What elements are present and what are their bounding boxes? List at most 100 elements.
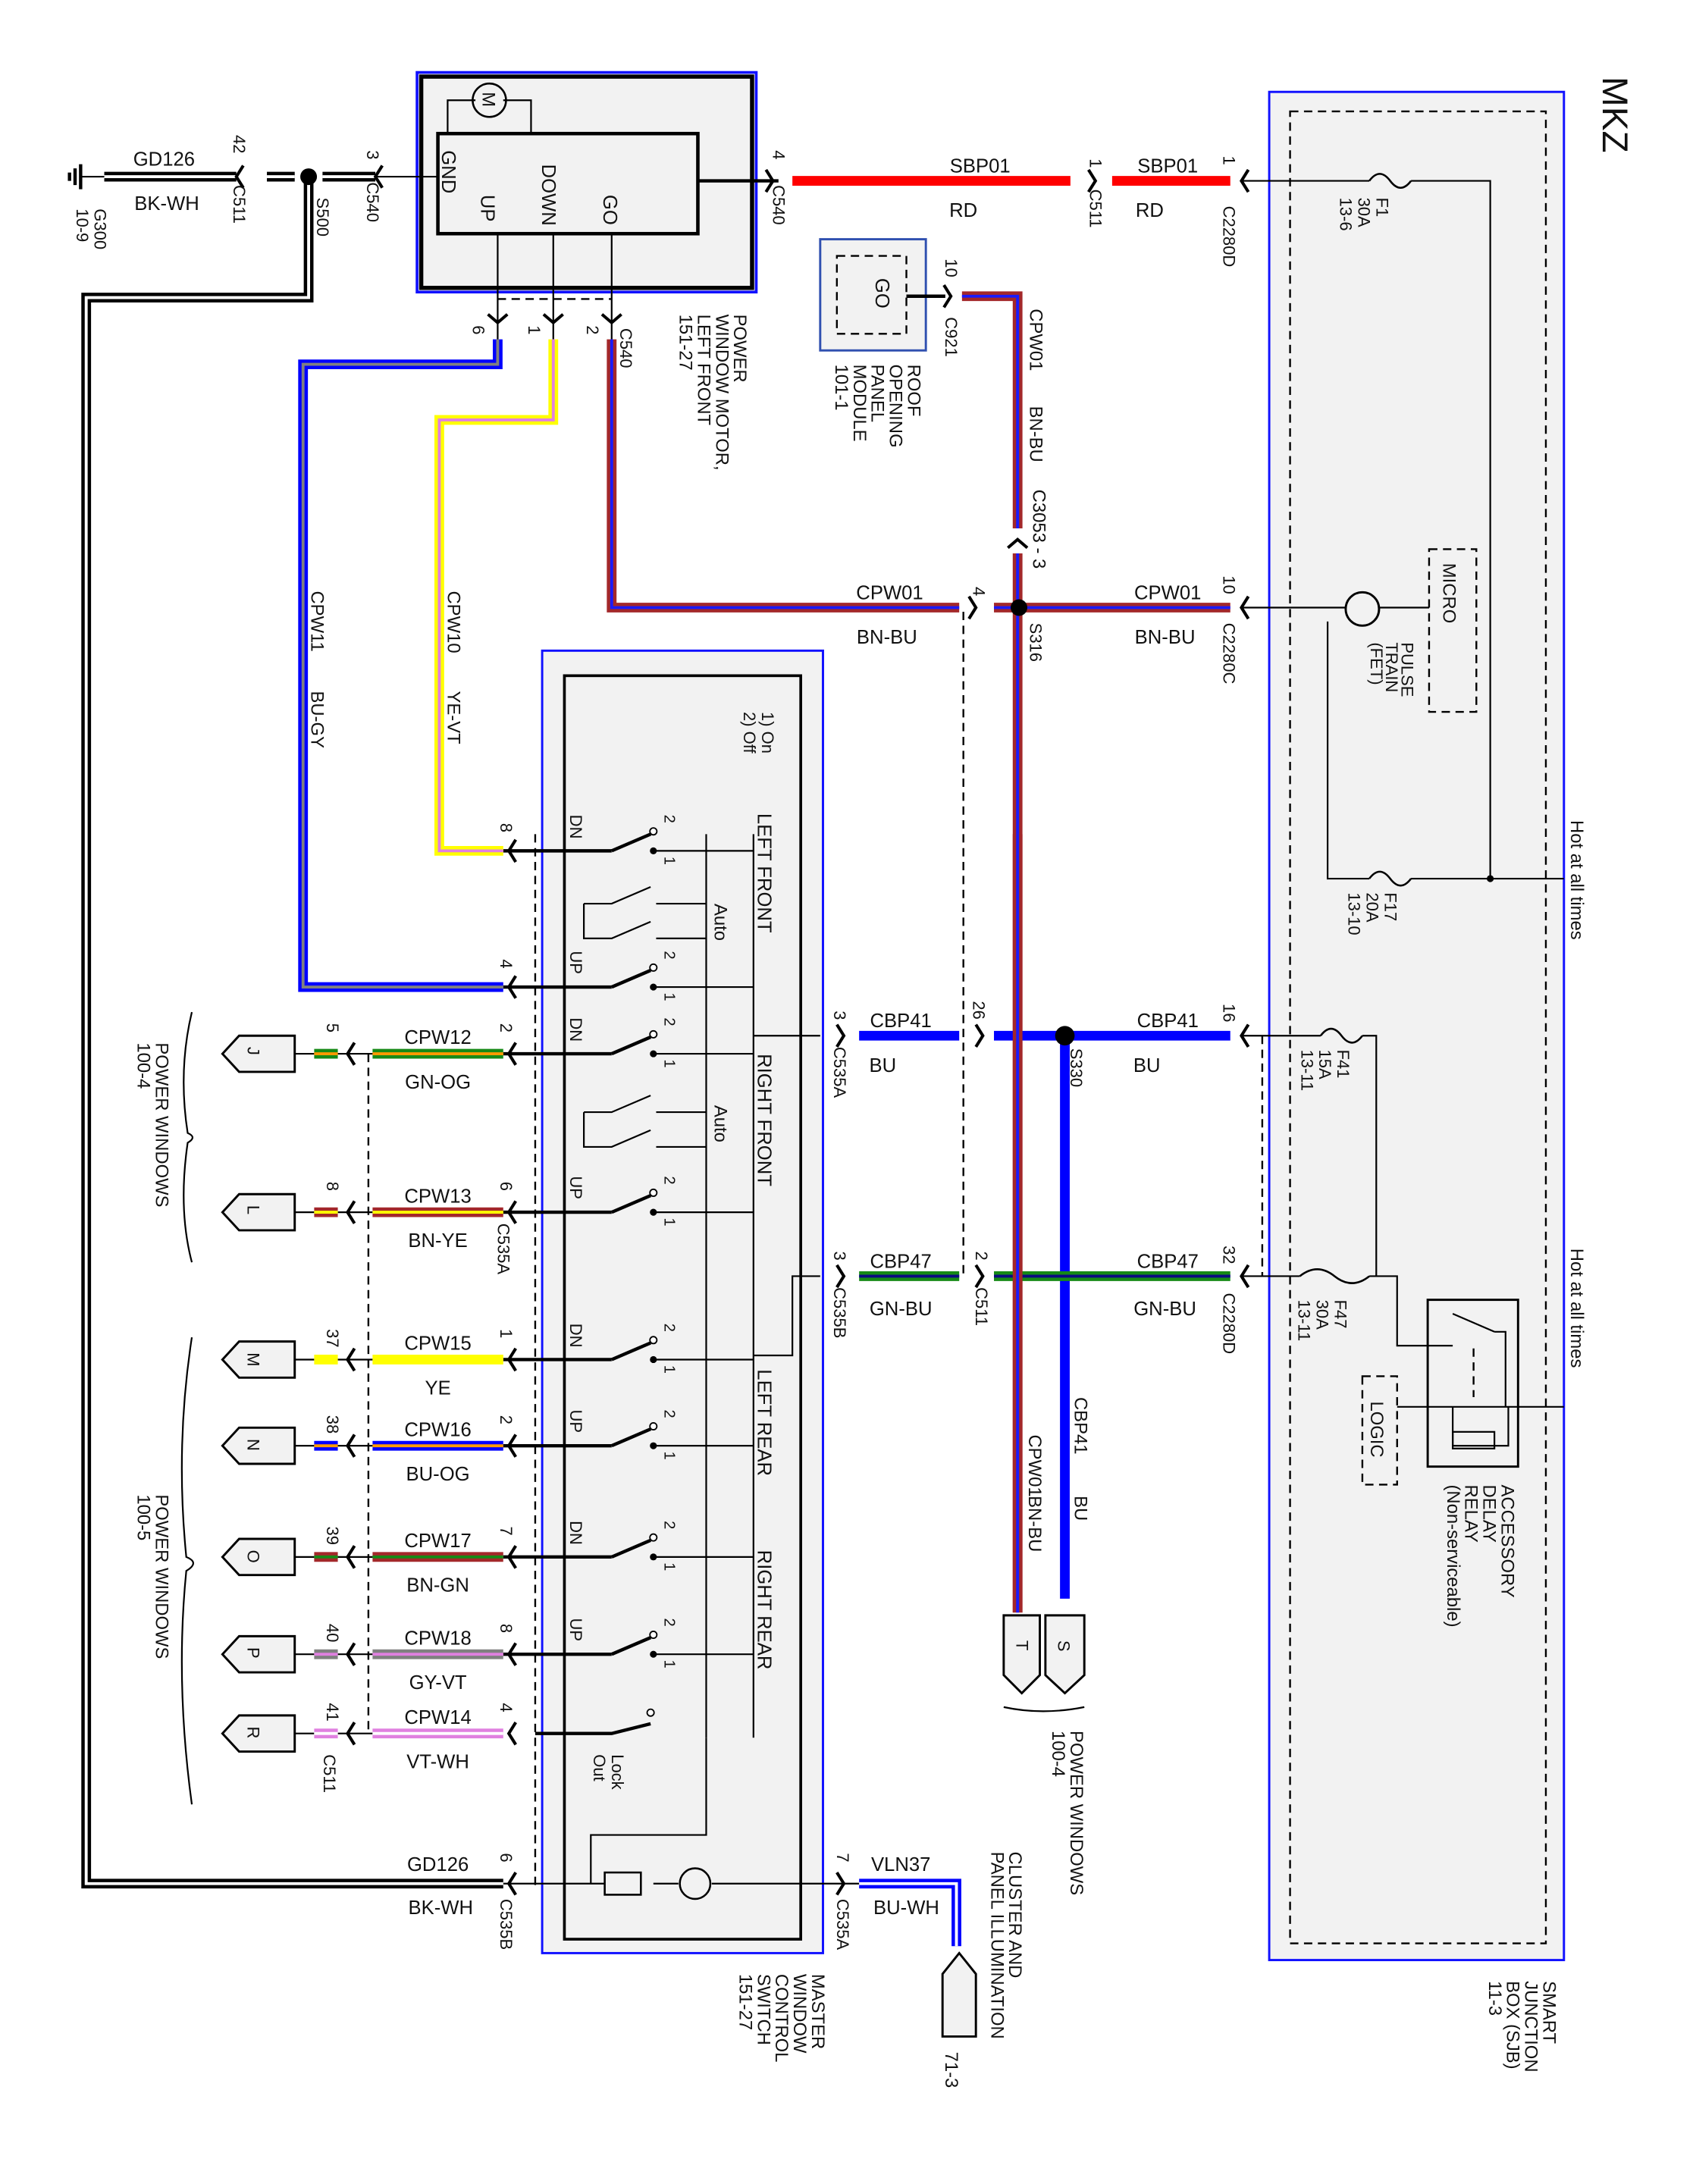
pin-number: 8: [497, 1624, 516, 1633]
label: CPW01: [1024, 1434, 1045, 1496]
lockout-label: Out: [590, 1754, 609, 1781]
component-boxes: [415, 71, 1566, 1962]
master-switch-name: CONTROL: [771, 1974, 792, 2063]
fuse-f47-label: 30A: [1312, 1300, 1331, 1330]
destination-label: R: [243, 1727, 262, 1739]
switch-feed-lines: [753, 1035, 820, 1357]
connector-pin-icon: [506, 1434, 517, 1458]
roof-module-internal: [835, 255, 908, 335]
auto-switch-icon: [583, 886, 707, 939]
splice-s330: [1055, 1026, 1075, 1046]
switch-contact-1: [650, 1650, 657, 1658]
connector-pin-icon: [506, 975, 517, 999]
switch-position-2: 2: [660, 1176, 677, 1184]
connector-pin-icon: [346, 1642, 356, 1666]
connector-pin-icon: [506, 838, 517, 863]
switch-contact-2: [649, 1336, 658, 1345]
switch-contact-1: [650, 1208, 657, 1216]
relay-label: RELAY: [1461, 1484, 1481, 1542]
sjb-name: SMART: [1538, 1981, 1559, 2044]
lockout-switch-icon: [535, 1722, 651, 1735]
pin-number: 37: [323, 1329, 342, 1347]
label: 32: [1220, 1246, 1239, 1264]
fuse-f47-label: F47: [1331, 1300, 1350, 1329]
connector-s-label: S: [1054, 1640, 1073, 1652]
connector-pin-icon: [1087, 168, 1098, 193]
connector-pin-icon: [600, 313, 622, 325]
label: C2280C: [1220, 623, 1239, 685]
label: CPW11: [307, 591, 328, 651]
switch-position-2: 2: [660, 1324, 677, 1332]
switch-legend: 2) Off: [740, 712, 759, 754]
illumination-circuit: [503, 1737, 860, 1885]
label: C511: [230, 185, 249, 224]
switch-position-1: 1: [660, 1660, 677, 1669]
label: SBP01: [1137, 156, 1198, 177]
label: 10: [942, 259, 961, 277]
symbols: [221, 82, 1496, 2038]
connector-pin-icon: [764, 168, 775, 193]
connector-pin-icon: [506, 1872, 517, 1896]
switch-contact-2: [649, 1188, 658, 1197]
label: 4: [970, 587, 989, 596]
connector-pin-icon: [835, 1264, 846, 1289]
splice-label: S316: [1027, 623, 1046, 662]
label: 1: [525, 325, 544, 334]
connector-pin-icon: [835, 1872, 846, 1896]
wire-color-label: GN-OG: [405, 1072, 471, 1093]
up-label: UP: [566, 1618, 585, 1642]
wire-color-label: VT-WH: [406, 1752, 469, 1773]
switch-contact-2: [649, 963, 658, 972]
relay-label: (Non-serviceable): [1443, 1484, 1463, 1627]
destination-label: J: [243, 1047, 262, 1055]
pin-number: 7: [497, 1527, 516, 1536]
dn-label: DN: [566, 1324, 585, 1348]
connector-pin-icon: [346, 1042, 356, 1066]
pin-number: 1: [497, 1329, 516, 1338]
label: 10: [1220, 575, 1239, 594]
circuit-label: CPW18: [404, 1628, 471, 1649]
switch-contact-1: [650, 1553, 657, 1561]
label: 1: [1086, 158, 1105, 168]
label: CBP41: [1137, 1011, 1199, 1032]
connector-cluster: [941, 1951, 977, 2038]
sjb-internal-boundary: [1289, 110, 1547, 1944]
wire-gd126-ground-return-stripe: [84, 177, 503, 1885]
connector-label: C511: [320, 1754, 339, 1793]
destination-label: N: [243, 1439, 262, 1451]
label: C3053 - 3: [1028, 490, 1049, 569]
relay-internal: [1397, 1312, 1564, 1447]
switch-position-1: 1: [660, 1451, 677, 1459]
connector-pin-icon: [1240, 168, 1250, 193]
pin-number: 2: [497, 1415, 516, 1424]
cluster-name: PANEL ILLUMINATION: [986, 1852, 1007, 2039]
ground-label: 10-9: [73, 208, 92, 242]
switch-contact-1: [650, 1050, 657, 1058]
label: BU-WH: [873, 1897, 939, 1919]
switch-blade-icon: [610, 1194, 651, 1214]
power-windows-label: 100-4: [1048, 1731, 1068, 1777]
connector-pin-icon: [506, 1042, 517, 1066]
junction-dot: [1487, 875, 1494, 882]
relay-resistor-icon: [1452, 1430, 1496, 1449]
label: CBP41: [870, 1011, 932, 1032]
switch-blade-icon: [610, 1427, 651, 1448]
switch-blade-icon: [610, 969, 651, 989]
label: 6: [497, 1853, 516, 1862]
label: 2: [972, 1251, 991, 1260]
label: 7: [833, 1853, 852, 1862]
connector-pin-icon: [835, 1023, 846, 1048]
auto-switch-icon: [583, 1095, 707, 1148]
illumination-lamp-icon: [679, 1867, 712, 1900]
wire-color-label: BN-GN: [406, 1575, 469, 1596]
label: GND: [437, 150, 459, 193]
pin-number: 4: [497, 1703, 516, 1712]
master-switch-name: MASTER: [807, 1974, 828, 2049]
wire-vln37: [859, 1878, 961, 1947]
label: GO: [871, 278, 892, 309]
wire-color-label: GY-VT: [409, 1672, 467, 1694]
roof-module-name: OPENING: [886, 365, 906, 448]
label: BN-BU: [1024, 1496, 1045, 1552]
switch-bus-lines: [705, 834, 754, 1738]
